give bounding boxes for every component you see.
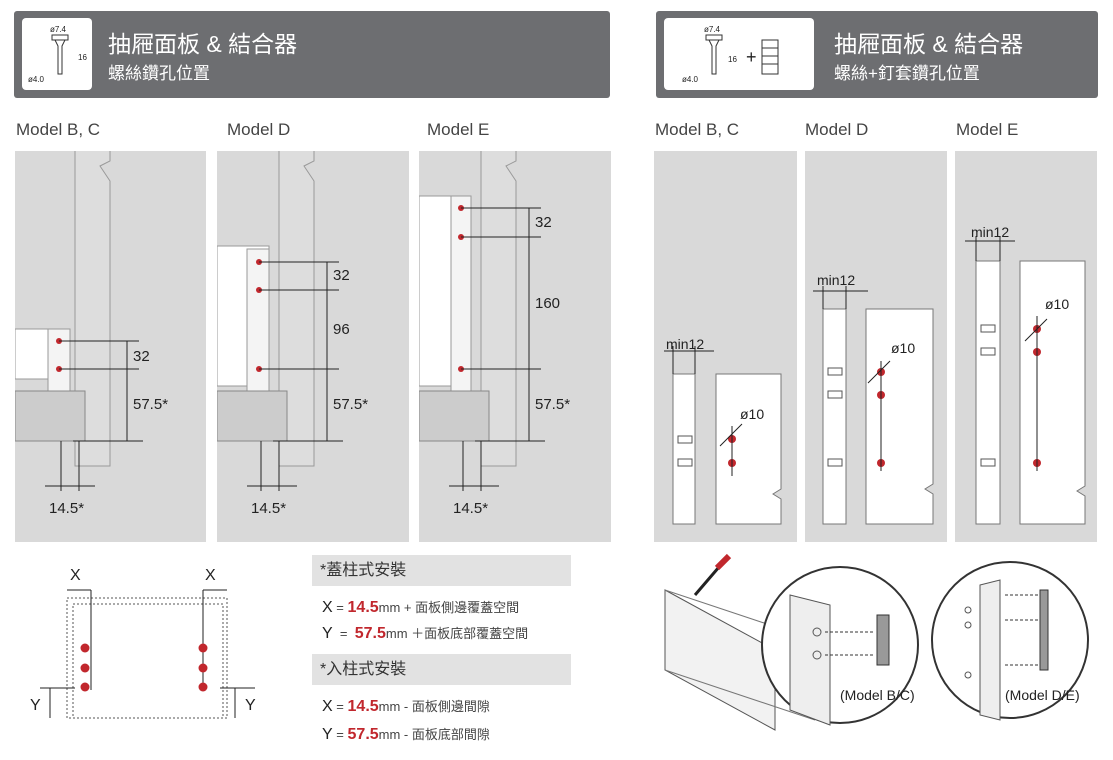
screw-plus-dowel-icon: ø7.4 16 ø4.0 + — [664, 18, 814, 90]
svg-text:57.5*: 57.5* — [133, 396, 168, 413]
svg-text:16: 16 — [728, 55, 737, 64]
svg-text:32: 32 — [133, 348, 150, 365]
svg-text:14.5*: 14.5* — [453, 500, 488, 517]
svg-text:14.5*: 14.5* — [49, 500, 84, 517]
model-label: Model B, C — [655, 120, 740, 139]
svg-text:(Model B/C): (Model B/C) — [840, 687, 915, 703]
svg-text:32: 32 — [535, 214, 552, 231]
screw-icon: ø7.4 16 ø4.0 — [22, 18, 92, 90]
svg-text:14.5*: 14.5* — [251, 500, 286, 517]
svg-text:160: 160 — [535, 295, 560, 312]
svg-text:ø4.0: ø4.0 — [682, 75, 699, 84]
svg-text:min12: min12 — [817, 272, 855, 288]
model-label: Model D — [227, 120, 291, 139]
drill-model-bc: min12 ø10 — [654, 151, 797, 542]
model-label: Model E — [427, 120, 490, 139]
svg-text:min12: min12 — [666, 336, 704, 352]
header-title: 抽屜面板 & 結合器 — [834, 31, 1024, 57]
header-subtitle: 螺絲鑽孔位置 — [108, 64, 210, 83]
drill-model-d: min12 ø10 — [805, 151, 947, 542]
drill-model-e: min12 ø10 — [955, 151, 1097, 542]
svg-text:ø4.0: ø4.0 — [28, 75, 45, 84]
svg-text:Y: Y — [245, 697, 256, 714]
svg-text:min12: min12 — [971, 224, 1009, 240]
header-title: 抽屜面板 & 結合器 — [108, 31, 298, 57]
xy-position-diagram: X X Y Y — [25, 560, 265, 725]
svg-text:96: 96 — [333, 321, 350, 338]
drawing-model-d: 32 96 57.5* 14.5* — [216, 151, 409, 542]
header-subtitle: 螺絲+釘套鑽孔位置 — [834, 64, 980, 83]
svg-text:X: X — [70, 567, 81, 584]
svg-text:(Model D/E): (Model D/E) — [1005, 687, 1080, 703]
inset-install-title: *入柱式安裝 — [312, 654, 571, 685]
svg-text:57.5*: 57.5* — [535, 396, 570, 413]
svg-text:ø7.4: ø7.4 — [50, 25, 67, 34]
overlay-y-formula: Y = 57.5mm ＋面板底部覆蓋空間 — [322, 625, 529, 642]
svg-text:ø7.4: ø7.4 — [704, 25, 721, 34]
model-label: Model B, C — [16, 120, 101, 139]
inset-x-formula: X = 14.5mm - 面板側邊間隙 — [322, 698, 490, 715]
drawing-model-e: 32 160 57.5* 14.5* — [418, 151, 611, 542]
svg-text:Y: Y — [30, 697, 41, 714]
right-header: ø7.4 16 ø4.0 + 抽屜面板 & 結合器 螺絲+釘套鑽孔位置 — [656, 11, 1098, 98]
assembly-illustration: (Model B/C) (Model D/E) — [655, 550, 1105, 755]
svg-text:ø10: ø10 — [740, 406, 764, 422]
overlay-x-formula: X = 14.5mm + 面板側邊覆蓋空間 — [322, 599, 520, 616]
inset-y-formula: Y = 57.5mm - 面板底部間隙 — [322, 726, 490, 743]
svg-text:X: X — [205, 567, 216, 584]
svg-text:ø10: ø10 — [1045, 296, 1069, 312]
model-label: Model E — [956, 120, 1019, 139]
drawing-model-bc: 32 57.5* 14.5* — [14, 151, 206, 542]
svg-text:16: 16 — [78, 53, 87, 62]
svg-text:57.5*: 57.5* — [333, 396, 368, 413]
svg-text:+: + — [746, 47, 757, 67]
model-label: Model D — [805, 120, 869, 139]
overlay-install-title: *蓋柱式安裝 — [312, 555, 571, 586]
svg-text:ø10: ø10 — [891, 340, 915, 356]
svg-text:32: 32 — [333, 267, 350, 284]
left-header: ø7.4 16 ø4.0 抽屜面板 & 結合器 螺絲鑽孔位置 — [14, 11, 610, 98]
